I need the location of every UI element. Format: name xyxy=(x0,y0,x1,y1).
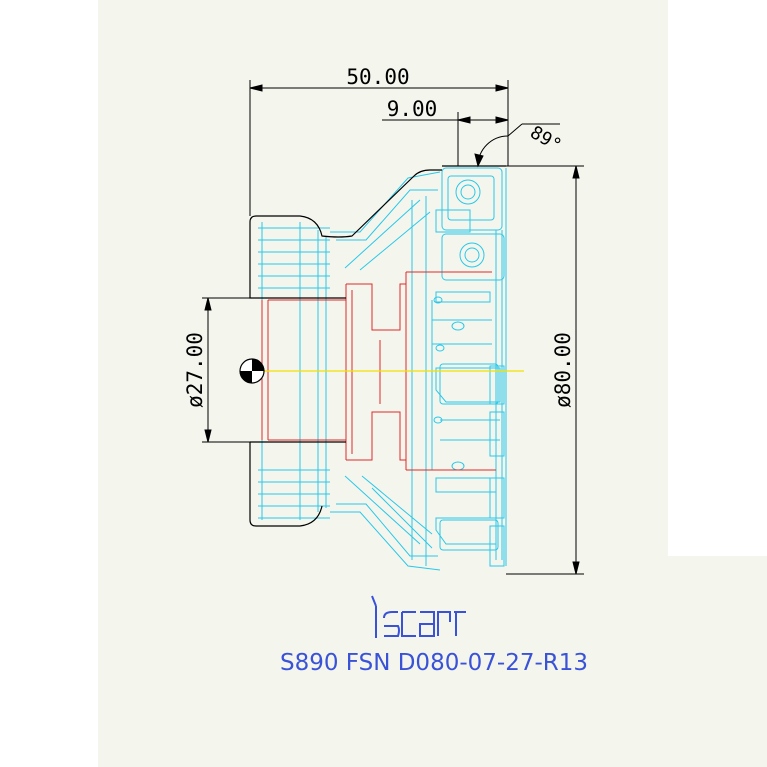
centroid-symbol xyxy=(239,358,265,384)
dimension-lines xyxy=(202,80,584,575)
dimension-overall-length: 50.00 xyxy=(346,65,409,89)
part-number-caption: S890 FSN D080-07-27-R13 xyxy=(280,650,588,676)
iscar-logo xyxy=(371,595,466,638)
dimension-bore-diameter: ø27.00 xyxy=(183,332,207,408)
cyan-detail-lines xyxy=(258,167,507,571)
drawing-sheet-extension xyxy=(668,556,767,767)
background-gap-lower xyxy=(0,560,98,767)
drawing-sheet xyxy=(98,0,668,767)
red-section-lines xyxy=(261,271,496,471)
dimension-cutter-diameter: ø80.00 xyxy=(551,332,575,408)
background-gap xyxy=(668,0,767,556)
dimension-insert-offset: 9.00 xyxy=(387,97,438,121)
dimension-lead-angle: 89° xyxy=(526,122,565,156)
